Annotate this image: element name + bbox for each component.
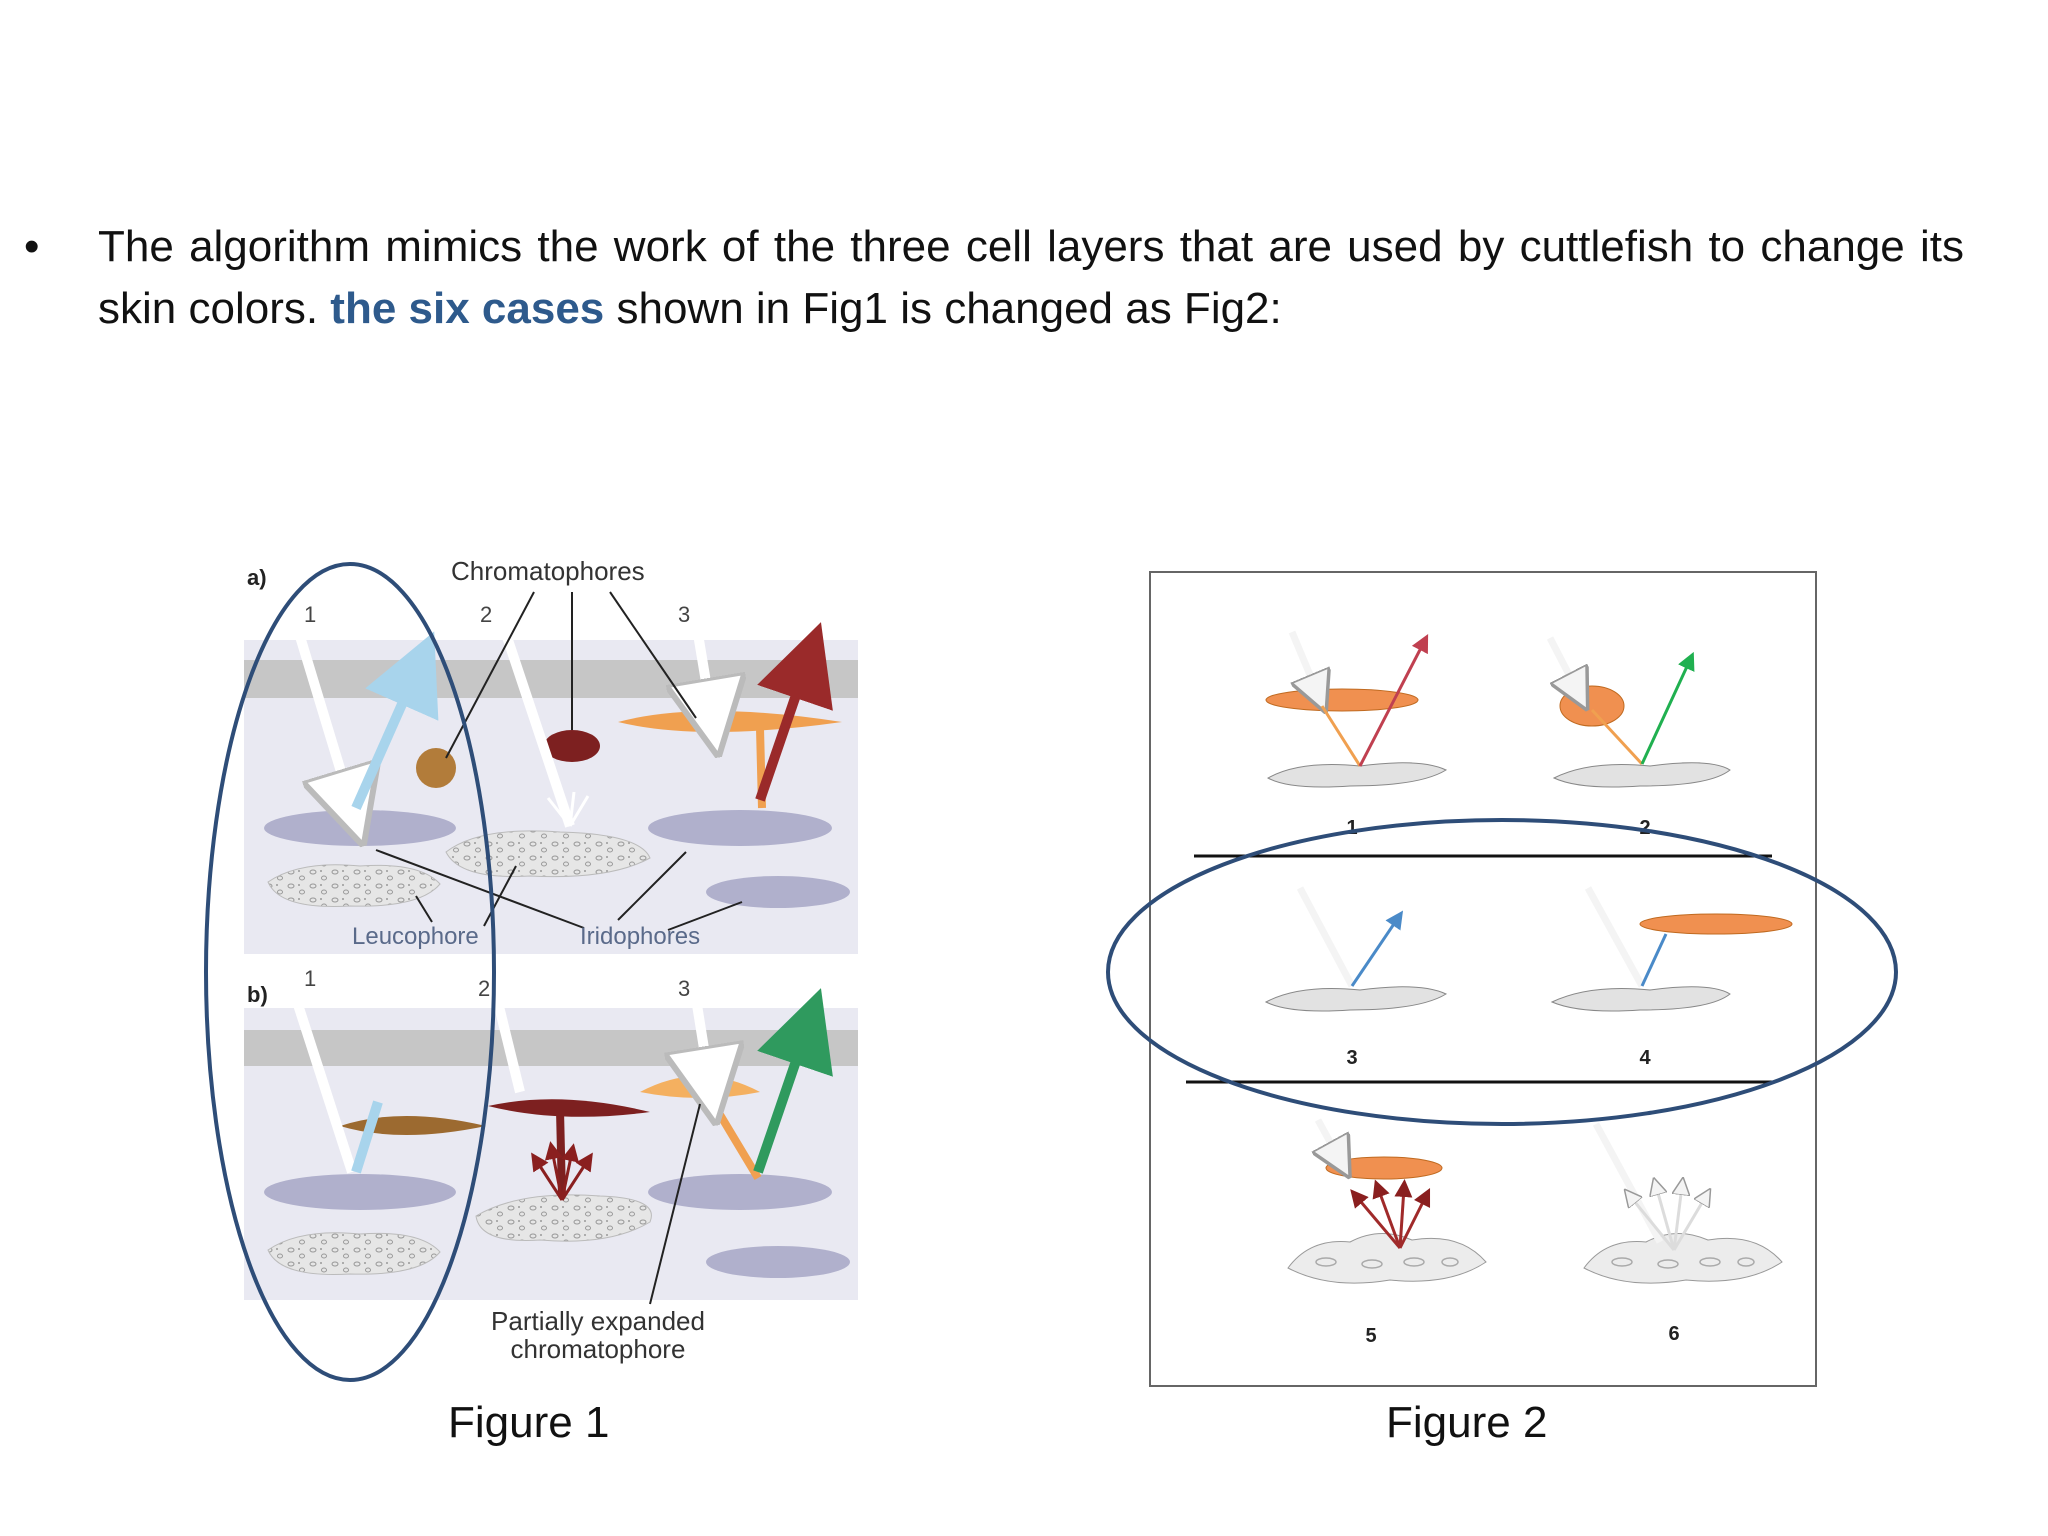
figure2-highlight-ellipse [1106,818,1898,1126]
figure2-case-number-1: 1 [1346,817,1357,839]
figure2-case-3 [1264,886,1448,1012]
leucophore-label: Leucophore [352,923,479,950]
partially-expanded-label-line2: chromatophore [511,1334,686,1364]
figure1-a-number-1: 1 [304,602,316,627]
figure2-case-number-3: 3 [1346,1047,1357,1069]
figure1-panel-b-label: b) [247,982,268,1007]
figure2-case-number-5: 5 [1365,1325,1376,1347]
figure2-case-1 [1265,630,1448,788]
figure1-panel-a-label: a) [247,565,267,590]
bullet-text: The algorithm mimics the work of the thr… [98,216,1964,340]
figure2-frame [1149,571,1817,1387]
bullet-highlight: the six cases [330,284,605,333]
figure2-caption: Figure 2 [1386,1398,1548,1447]
figure1-a-number-3: 3 [678,602,690,627]
iridophores-label: Iridophores [580,923,700,950]
figure1-highlight-ellipse [204,562,496,1382]
figure1-caption: Figure 1 [448,1398,610,1447]
figure1-b-number-3: 3 [678,976,690,1001]
figure1-b-number-2: 2 [478,976,490,1001]
bullet-text-part1: The algorithm mimics the work of the thr… [98,222,1964,333]
bullet-text-part2: shown in Fig1 is changed as Fig2: [604,284,1282,333]
figure2-case-5 [1287,1118,1487,1284]
figure2-case-4 [1550,886,1793,1012]
figure2-case-number-2: 2 [1639,817,1650,839]
figure2-case-6 [1583,1122,1783,1284]
figure1-a-number-2: 2 [480,602,492,627]
figure2-case-number-6: 6 [1668,1323,1679,1345]
chromatophores-label: Chromatophores [451,556,645,586]
figure1-panel-b: b) 1 2 3 Partially expanded chromatophor… [244,966,858,1364]
figure2-case-number-4: 4 [1639,1047,1651,1069]
figure1-b-number-1: 1 [304,966,316,991]
figure1-panel-a: a) Chromatophores 1 2 3 Leucophore Irido… [244,556,858,954]
figure2-case-2 [1546,636,1731,788]
bullet-icon: • [24,222,40,271]
partially-expanded-label-line1: Partially expanded [491,1306,705,1336]
